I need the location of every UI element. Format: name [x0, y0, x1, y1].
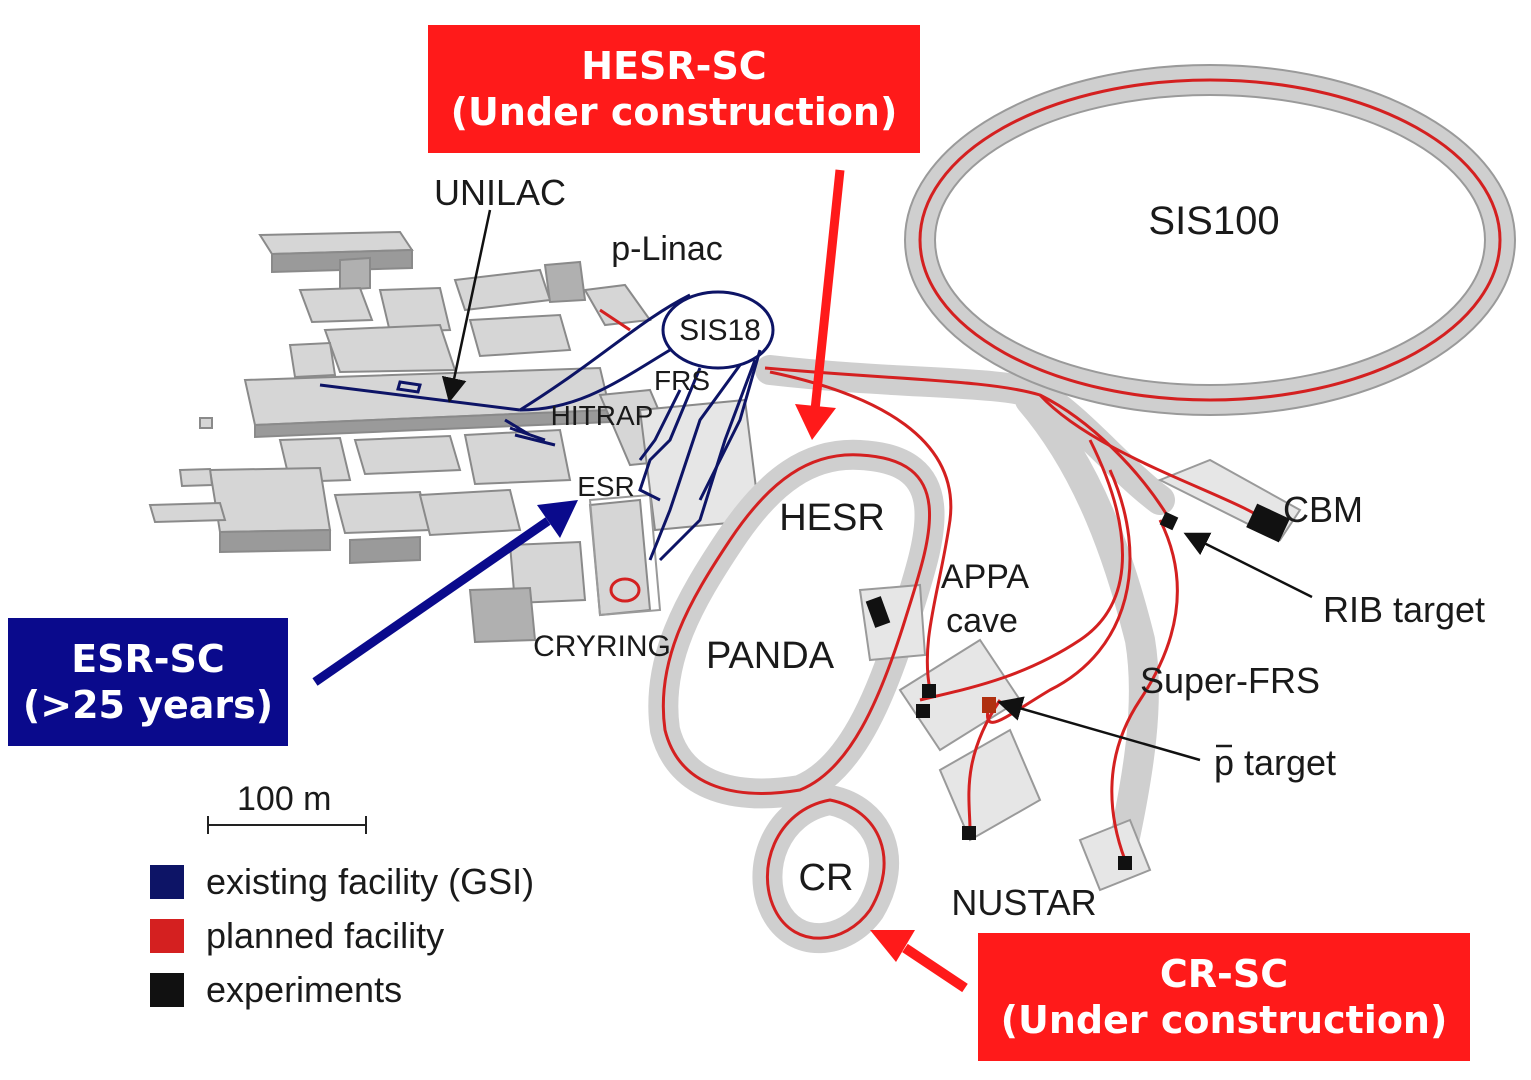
esr-sc-callout: ESR-SC (>25 years) [8, 618, 288, 746]
label-frs: FRS [654, 365, 710, 396]
esr-callout-arrow-shaft [312, 517, 551, 686]
esr-callout-arrowhead [537, 500, 578, 538]
hesr-callout-arrow-shaft [810, 169, 845, 411]
hesr-sc-callout: HESR-SC (Under construction) [428, 25, 920, 153]
rib-target-marker [1159, 511, 1179, 531]
label-cbm: CBM [1283, 489, 1363, 530]
hesr-callout-arrowhead [795, 404, 836, 440]
appa-marker-2 [916, 704, 930, 718]
cr-callout-line1: CR-SC [1159, 951, 1289, 996]
label-nustar: NUSTAR [951, 882, 1096, 923]
experiments-swatch-icon [150, 973, 184, 1007]
pbar-target-marker [982, 697, 996, 713]
label-hitrap: HITRAP [551, 400, 654, 431]
scale-bar-tick-left [207, 816, 209, 834]
existing-beamlines [319, 290, 775, 562]
label-cr: CR [799, 857, 854, 899]
gsi-buildings [148, 230, 762, 644]
label-sis18: SIS18 [679, 314, 761, 347]
label-super-frs: Super-FRS [1140, 660, 1320, 701]
label-panda: PANDA [706, 635, 835, 677]
label-esr: ESR [577, 471, 635, 502]
appa-marker-1 [922, 684, 936, 698]
pbar-target-arrow [997, 696, 1201, 762]
esr-callout-line1: ESR-SC [71, 636, 225, 681]
legend-item-planned: planned facility [150, 909, 534, 963]
label-p-linac: p-Linac [611, 230, 723, 268]
hesr-callout-line1: HESR-SC [581, 43, 767, 88]
nustar-marker-1 [962, 826, 976, 840]
hesr-callout-line2: (Under construction) [450, 90, 898, 134]
label-cryring: CRYRING [533, 630, 671, 663]
cbm-detector [1246, 503, 1290, 543]
pointer-arrows [312, 169, 1313, 993]
legend-label-experiments: experiments [206, 969, 403, 1010]
experiment-markers [865, 503, 1290, 870]
label-rib-target: RIB target [1323, 589, 1485, 630]
label-hesr: HESR [779, 497, 885, 539]
cr-callout-arrowhead [870, 930, 915, 962]
esr-callout-line2: (>25 years) [22, 683, 274, 727]
label-appa-line2: cave [946, 602, 1018, 640]
scale-bar-label: 100 m [237, 780, 332, 818]
existing-swatch-icon [150, 865, 184, 899]
panda-detector [865, 596, 891, 628]
rib-target-arrow [1183, 532, 1313, 599]
label-appa-line1: APPA [941, 558, 1030, 596]
cr-sc-callout: CR-SC (Under construction) [978, 933, 1470, 1061]
scale-bar: 100 m [207, 780, 367, 840]
facility-labels: UNILAC p-Linac SIS18 FRS HITRAP ESR CRYR… [434, 172, 1485, 923]
legend-label-existing: existing facility (GSI) [206, 861, 535, 902]
planned-swatch-icon [150, 919, 184, 953]
scale-bar-line [207, 824, 365, 826]
label-unilac: UNILAC [434, 172, 566, 213]
cr-callout-line2: (Under construction) [1000, 998, 1448, 1042]
legend-item-existing: existing facility (GSI) [150, 855, 534, 909]
scale-bar-tick-right [365, 816, 367, 834]
nustar-marker-2 [1118, 856, 1132, 870]
legend: existing facility (GSI) planned facility… [150, 855, 534, 1017]
legend-item-experiments: experiments [150, 963, 534, 1017]
unilac-arrow [441, 209, 492, 403]
legend-label-planned: planned facility [206, 915, 445, 956]
label-sis100: SIS100 [1148, 199, 1279, 243]
cr-callout-arrow-shaft [902, 943, 968, 993]
label-pbar-target: p target [1214, 742, 1336, 783]
